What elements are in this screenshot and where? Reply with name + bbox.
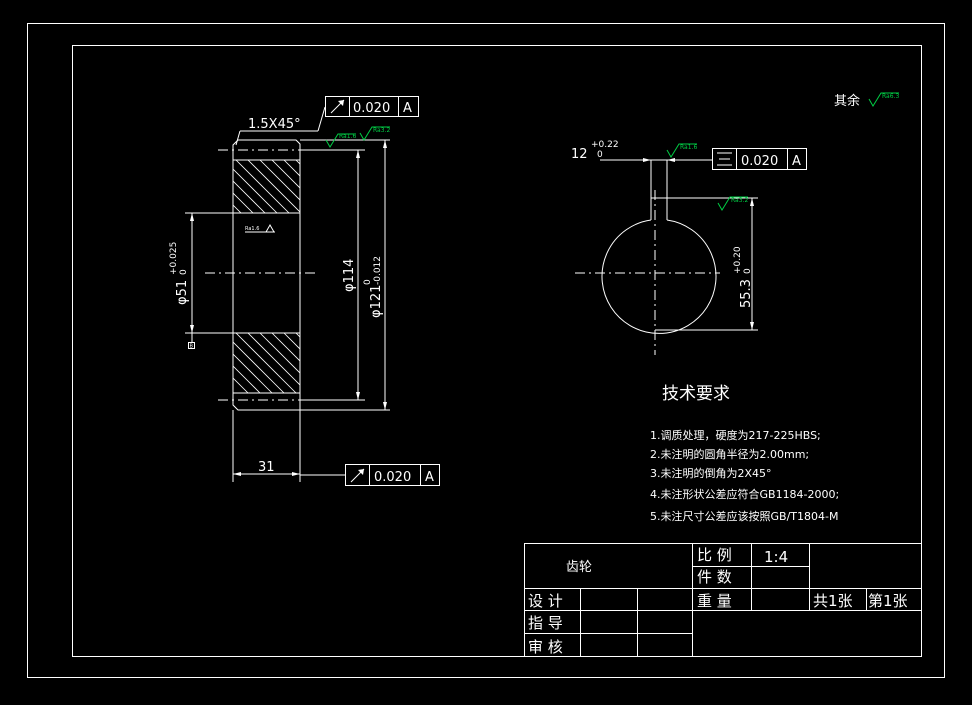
runout-icon	[350, 468, 365, 483]
keyway-tol-lower: 0	[597, 150, 603, 160]
scale-value: 1:4	[764, 548, 788, 566]
keyway-depth-tol-upper: +0.20	[733, 246, 743, 274]
inner-border	[72, 45, 922, 657]
outer-dia-dim: φ121	[369, 285, 384, 318]
symmetry-icon	[717, 152, 732, 166]
keyway-width-dim: 12	[571, 147, 588, 162]
review-label: 审 核	[528, 638, 563, 656]
tol-datum-2: A	[425, 470, 434, 485]
roughness-symbol: Ra3.2	[717, 196, 748, 211]
ra-bore-label: Ra1.6	[245, 226, 259, 232]
svg-text:Ra3.2: Ra3.2	[373, 127, 390, 134]
datum-b-label: B	[190, 344, 194, 350]
bore-tol-lower: 0	[179, 269, 189, 275]
tol-value-1: 0.020	[353, 101, 390, 116]
roughness-symbol: Ra3.2	[359, 126, 390, 141]
part-name: 齿轮	[566, 560, 592, 575]
roughness-symbol: Ra6.3	[868, 92, 899, 107]
length-dim: 31	[258, 460, 275, 475]
svg-text:Ra1.6: Ra1.6	[680, 144, 697, 151]
tol-datum-3: A	[792, 154, 801, 169]
note-4: 4.未注形状公差应符合GB1184-2000;	[650, 487, 839, 501]
qty-label: 件 数	[697, 568, 732, 586]
tol-datum-1: A	[403, 101, 412, 116]
roughness-symbol: Ra1.6	[666, 143, 697, 158]
svg-text:Ra3.2: Ra3.2	[731, 197, 748, 204]
hatch-top	[232, 159, 301, 214]
design-label: 设 计	[528, 592, 563, 610]
tolerance-frame-bottom: 0.020 A	[300, 464, 440, 486]
keyway-tol-upper: +0.22	[591, 140, 619, 150]
note-5: 5.未注尺寸公差应该按照GB/T1804-M	[650, 509, 838, 523]
note-3: 3.未注明的倒角为2X45°	[650, 466, 772, 480]
outer-tol-upper: 0	[363, 279, 373, 285]
outer-border	[27, 23, 945, 678]
hatch-bottom	[232, 332, 301, 394]
keyway-depth-dim: 55.3	[739, 279, 754, 308]
scale-label: 比 例	[697, 546, 732, 564]
sheets-total: 共1张	[813, 592, 853, 610]
note-1: 1.调质处理，硬度为217-225HBS;	[650, 428, 821, 442]
notes-title: 技术要求	[662, 384, 730, 404]
sheet-number: 第1张	[868, 592, 908, 610]
runout-icon	[330, 99, 345, 114]
guide-label: 指 导	[528, 614, 563, 632]
chamfer-dim: 1.5X45°	[248, 117, 301, 132]
hub-view	[575, 158, 758, 355]
note-2: 2.未注明的圆角半径为2.00mm;	[650, 447, 809, 461]
gear-section-view	[185, 130, 390, 482]
svg-text:Ra6.3: Ra6.3	[882, 93, 899, 100]
outer-tol-lower: -0.012	[373, 256, 383, 285]
tolerance-frame-symmetry: 0.020 A	[712, 148, 807, 170]
bore-dia-dim: φ51	[175, 280, 190, 305]
tolerance-frame-top: 0.020 A	[317, 96, 419, 132]
rest-roughness-label: 其余	[834, 93, 860, 109]
tol-value-3: 0.020	[741, 154, 778, 169]
bore-tol-upper: +0.025	[169, 242, 179, 275]
svg-text:Ra1.6: Ra1.6	[339, 133, 356, 140]
keyway-depth-tol-lower: 0	[743, 268, 753, 274]
inner-dia-dim: φ114	[342, 259, 357, 292]
title-block	[524, 543, 922, 657]
tol-value-2: 0.020	[374, 470, 411, 485]
weight-label: 重 量	[697, 592, 732, 610]
roughness-symbol: Ra1.6	[325, 133, 356, 148]
